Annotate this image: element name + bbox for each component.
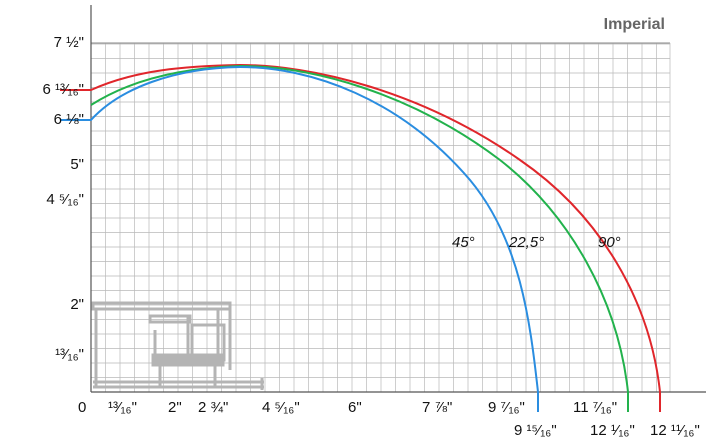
curve-label-22-5: 22,5° — [509, 234, 545, 251]
y-label-6-1-8: 6 ⅛" — [53, 111, 84, 128]
x-label-4-5-16: 4 ⁵⁄₁₆" — [262, 399, 300, 416]
x-label-2-3-4: 2 ¾" — [198, 399, 229, 416]
axes — [90, 5, 706, 393]
grid — [90, 42, 671, 393]
x-label-12-11-16: 12 ¹¹⁄₁₆" — [650, 422, 700, 439]
x-label-12-1-16: 12 ¹⁄₁₆" — [590, 422, 635, 439]
y-label-4-5-16: 4 ⁵⁄₁₆" — [46, 191, 84, 208]
y-label-6-13-16: 6 ¹³⁄₁₆" — [42, 81, 84, 98]
y-label-7-1-2: 7 ½" — [53, 34, 84, 51]
units-label: Imperial — [603, 16, 665, 33]
curve-22-5 — [90, 64, 629, 412]
y-label-2: 2" — [70, 296, 84, 313]
curve-label-90: 90° — [598, 234, 621, 251]
x-label-13-16: ¹³⁄₁₆" — [108, 399, 137, 416]
x-label-7-7-8: 7 ⅞" — [422, 399, 453, 416]
window-profile-section — [91, 301, 264, 390]
y-label-13-16: ¹³⁄₁₆" — [55, 346, 84, 363]
x-label-9-7-16: 9 ⁷⁄₁₆" — [488, 399, 525, 416]
reach-curves — [60, 63, 661, 412]
x-label-2: 2" — [168, 399, 182, 416]
x-label-6: 6" — [348, 399, 362, 416]
x-label-9-15-16: 9 ¹⁵⁄₁₆" — [514, 422, 557, 439]
y-label-5: 5" — [70, 156, 84, 173]
curve-label-45: 45° — [452, 234, 475, 251]
x-label-0: 0 — [78, 399, 87, 416]
x-label-11-7-16: 11 ⁷⁄₁₆" — [573, 399, 618, 416]
curve-90 — [60, 63, 661, 412]
curve-45 — [60, 65, 539, 412]
